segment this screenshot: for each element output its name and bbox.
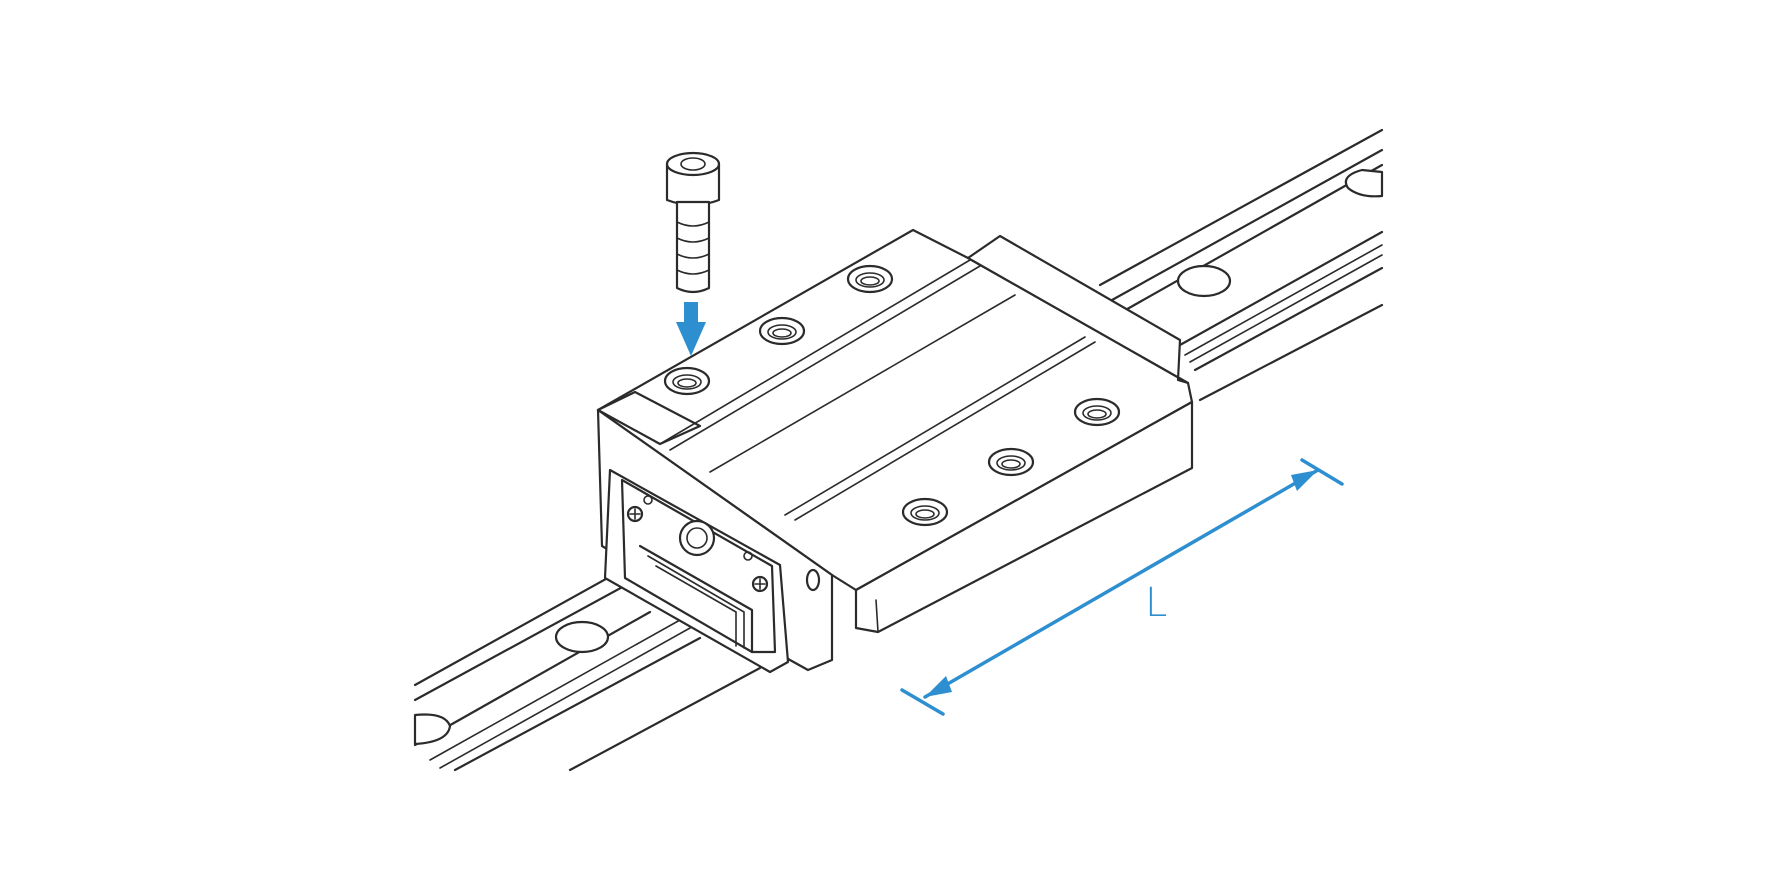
carriage-block xyxy=(596,228,1194,674)
down-arrow-icon xyxy=(676,302,706,356)
guide-rail-front xyxy=(413,558,762,772)
cap-screw-icon xyxy=(665,151,721,294)
dimension-arrow-icon xyxy=(900,458,1344,716)
rail-mounting-hole xyxy=(413,713,452,746)
tapped-hole xyxy=(901,497,949,527)
tapped-hole xyxy=(758,316,806,346)
grease-port xyxy=(678,519,716,557)
rail-mounting-hole xyxy=(1176,264,1232,298)
carriage-top-face xyxy=(596,228,1194,592)
dimension-label: L xyxy=(1145,580,1167,626)
rail-mounting-hole xyxy=(1344,168,1384,198)
carriage-side-face xyxy=(854,400,1194,634)
rail-mounting-hole xyxy=(554,620,610,654)
tapped-hole xyxy=(987,447,1035,477)
tapped-hole xyxy=(1073,397,1121,427)
tapped-hole xyxy=(846,264,894,294)
tapped-hole xyxy=(663,366,711,396)
guide-rail-back xyxy=(1098,128,1384,402)
